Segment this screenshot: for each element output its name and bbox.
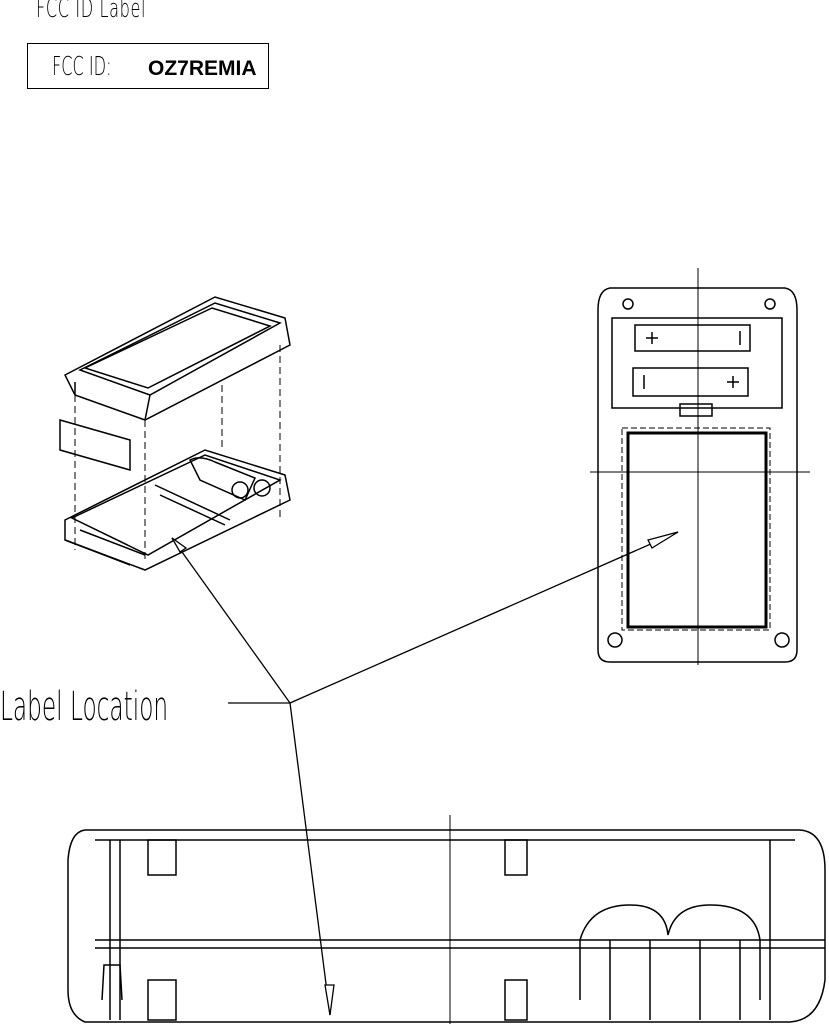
side-view (67, 815, 826, 1024)
fcc-id-prefix: FCC ID: (52, 52, 112, 82)
label-location-callout: Label Location (0, 684, 169, 730)
label-location-leaders (171, 531, 679, 1016)
label-sticker (59, 419, 131, 471)
isometric-exploded-view (59, 296, 291, 571)
fcc-id-label-box (27, 43, 269, 89)
fcc-id-value: OZ7REMIA (148, 57, 257, 80)
back-view (590, 268, 810, 665)
fcc-id-label-heading: FCC ID Label (36, 0, 147, 24)
